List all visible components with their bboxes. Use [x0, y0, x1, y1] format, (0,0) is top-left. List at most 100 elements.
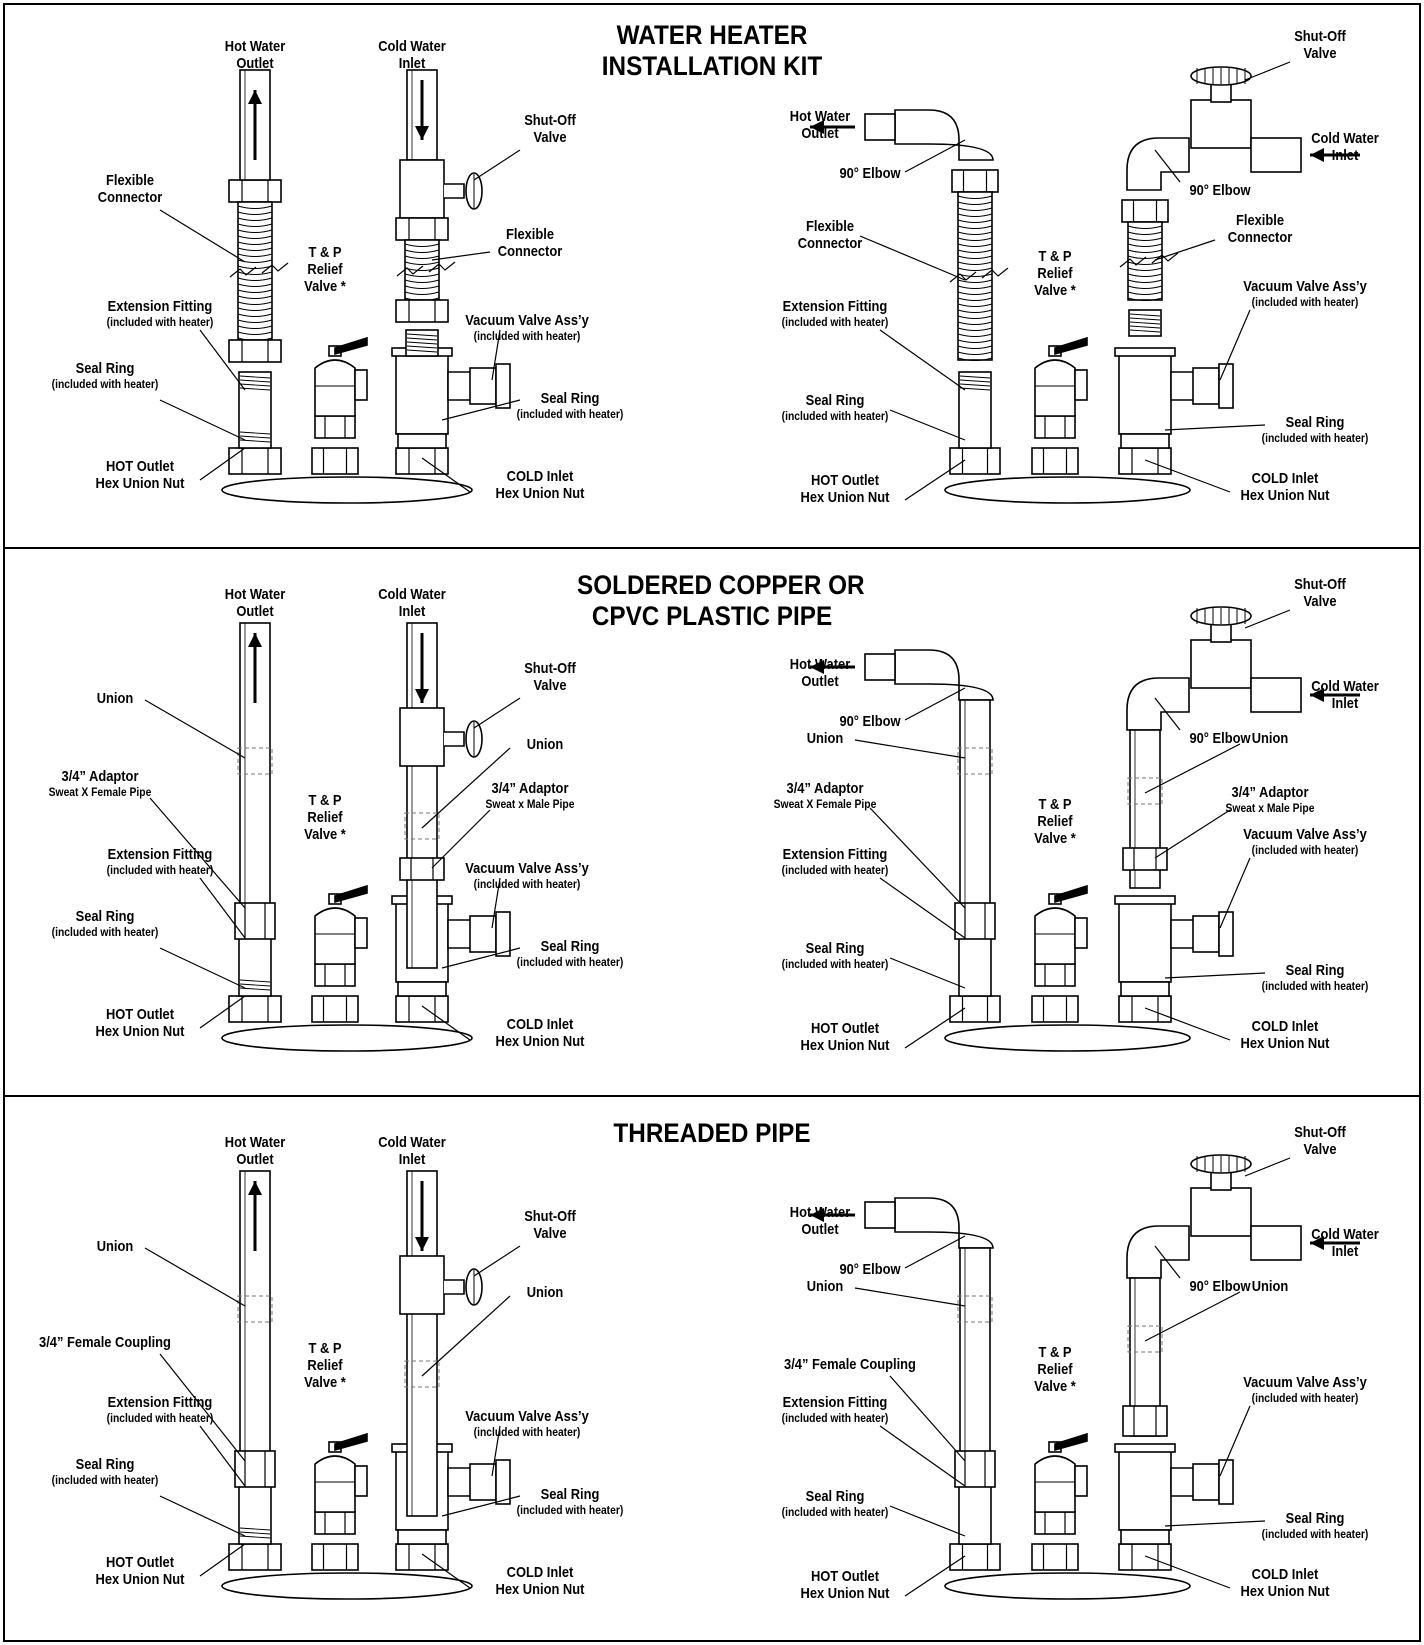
hot-outlet-hex-nut — [949, 1543, 1001, 1571]
callout-text: Union — [1251, 730, 1289, 747]
hose-corrugation — [957, 225, 993, 229]
thread-line — [1129, 313, 1161, 317]
break-mark — [396, 265, 424, 277]
cold-stub-pipe — [1250, 137, 1302, 173]
callout-label: Union — [1167, 730, 1373, 747]
hose-corrugation — [957, 309, 993, 313]
leader-line — [421, 1295, 511, 1377]
cold-connector-nut — [395, 299, 449, 323]
leader-line — [149, 797, 246, 909]
callout-note: (included with heater) — [51, 925, 159, 939]
thread-line — [239, 379, 271, 383]
hose-corrugation — [957, 231, 993, 235]
seal-ring-fitting — [1120, 433, 1170, 449]
tp-hex-nut — [311, 447, 359, 475]
hose-corrugation — [237, 283, 273, 287]
flow-arrow-head — [248, 1181, 262, 1195]
callout-note: (included with heater) — [106, 315, 214, 329]
cold-elbow — [1126, 137, 1190, 191]
callout-text: Union — [1251, 1278, 1289, 1295]
tp-relief-valve — [314, 884, 368, 987]
callout-text: T & P Relief Valve * — [1034, 248, 1076, 299]
callout-label: Shut-Off Valve — [1217, 576, 1423, 610]
callout-label: Union — [1167, 1278, 1373, 1295]
callout-text: Flexible Connector — [1227, 212, 1293, 246]
leader-line — [889, 1375, 966, 1462]
callout-text: Cold Water Inlet — [378, 38, 446, 72]
hose-corrugation — [237, 325, 273, 329]
callout-label: Hot Water Outlet — [717, 1204, 923, 1238]
callout-label: 3/4” Female Coupling — [2, 1334, 208, 1351]
hose-corrugation — [957, 279, 993, 283]
tp-hex-nut — [1031, 1543, 1079, 1571]
callout-note: (included with heater) — [473, 329, 581, 343]
callout-text: HOT Outlet Hex Union Nut — [800, 1568, 890, 1602]
callout-label: Shut-Off Valve — [1217, 28, 1423, 62]
callout-label: T & P Relief Valve * — [952, 796, 1158, 847]
tp-relief-valve — [1034, 884, 1088, 987]
hose-corrugation — [404, 279, 440, 283]
hose-corrugation — [957, 297, 993, 301]
panel-title: SOLDERED COPPER OR CPVC PLASTIC PIPE — [577, 570, 865, 631]
hose-corrugation — [237, 259, 273, 263]
hose-corrugation — [1127, 279, 1163, 283]
hot-drop-pipe — [959, 1247, 991, 1487]
flexible-hose — [949, 191, 1009, 361]
shut-off-valve — [399, 707, 483, 767]
leader-line — [473, 149, 521, 181]
callout-note: (included with heater) — [1261, 1527, 1369, 1541]
vacuum-valve-cap — [1218, 363, 1234, 409]
thread-line — [1129, 317, 1161, 321]
callout-note: (included with heater) — [1261, 431, 1369, 445]
callout-text: 90° Elbow — [839, 1261, 901, 1278]
flow-arrow-head — [415, 689, 429, 703]
callout-text: 3/4” Female Coupling — [784, 1356, 916, 1373]
callout-text: Extension Fitting — [107, 298, 213, 315]
callout-label: Hot Water Outlet — [717, 108, 923, 142]
nut-body — [228, 179, 282, 203]
callout-text: Cold Water Inlet — [378, 586, 446, 620]
leader-line — [421, 457, 471, 493]
callout-text: Vacuum Valve Ass’y — [1243, 826, 1367, 843]
vacuum-valve-cap — [1218, 911, 1234, 957]
tp-valve-nut — [314, 963, 356, 987]
callout-text: 3/4” Adaptor — [61, 768, 139, 785]
callout-label: HOT Outlet Hex Union Nut — [37, 458, 243, 492]
heater-top-plate — [944, 1024, 1191, 1052]
thread-line — [239, 979, 271, 983]
right-diagram — [810, 66, 1360, 504]
thread-line — [1129, 321, 1161, 325]
callout-label: 3/4” Female Coupling — [747, 1356, 953, 1373]
callout-text: 3/4” Adaptor — [491, 780, 569, 797]
leader-line — [1144, 1007, 1231, 1041]
callout-text: T & P Relief Valve * — [304, 792, 346, 843]
adaptor-fitting — [1122, 847, 1168, 871]
leader-line — [199, 447, 246, 481]
flow-arrow-head — [810, 1208, 824, 1222]
flow-arrow-head — [810, 120, 824, 134]
callout-text: Union — [806, 730, 844, 747]
leader-line — [859, 235, 966, 281]
valve-body — [1190, 99, 1252, 149]
thread-line — [239, 435, 271, 439]
tp-valve-body — [1034, 359, 1076, 417]
callout-note: (included with heater) — [1251, 843, 1359, 857]
tp-valve-lever — [334, 336, 368, 356]
callout-label: Extension Fitting(included with heater) — [57, 846, 263, 878]
hot-connector-nut — [228, 179, 282, 203]
thread-line — [1129, 325, 1161, 329]
shut-off-valve — [1190, 1154, 1252, 1237]
adaptor-fitting — [954, 902, 996, 940]
callout-label: Vacuum Valve Ass’y(included with heater) — [424, 312, 630, 344]
callout-label: HOT Outlet Hex Union Nut — [37, 1006, 243, 1040]
union-joint — [957, 747, 993, 775]
callout-text: Seal Ring — [1285, 414, 1345, 431]
hose-corrugation — [957, 195, 993, 199]
callout-label: Shut-Off Valve — [447, 660, 653, 694]
callout-note: (included with heater) — [106, 863, 214, 877]
callout-text: T & P Relief Valve * — [1034, 796, 1076, 847]
nut-body — [1031, 1543, 1079, 1571]
callout-text: Cold Water Inlet — [378, 1134, 446, 1168]
leader-line — [199, 995, 246, 1029]
